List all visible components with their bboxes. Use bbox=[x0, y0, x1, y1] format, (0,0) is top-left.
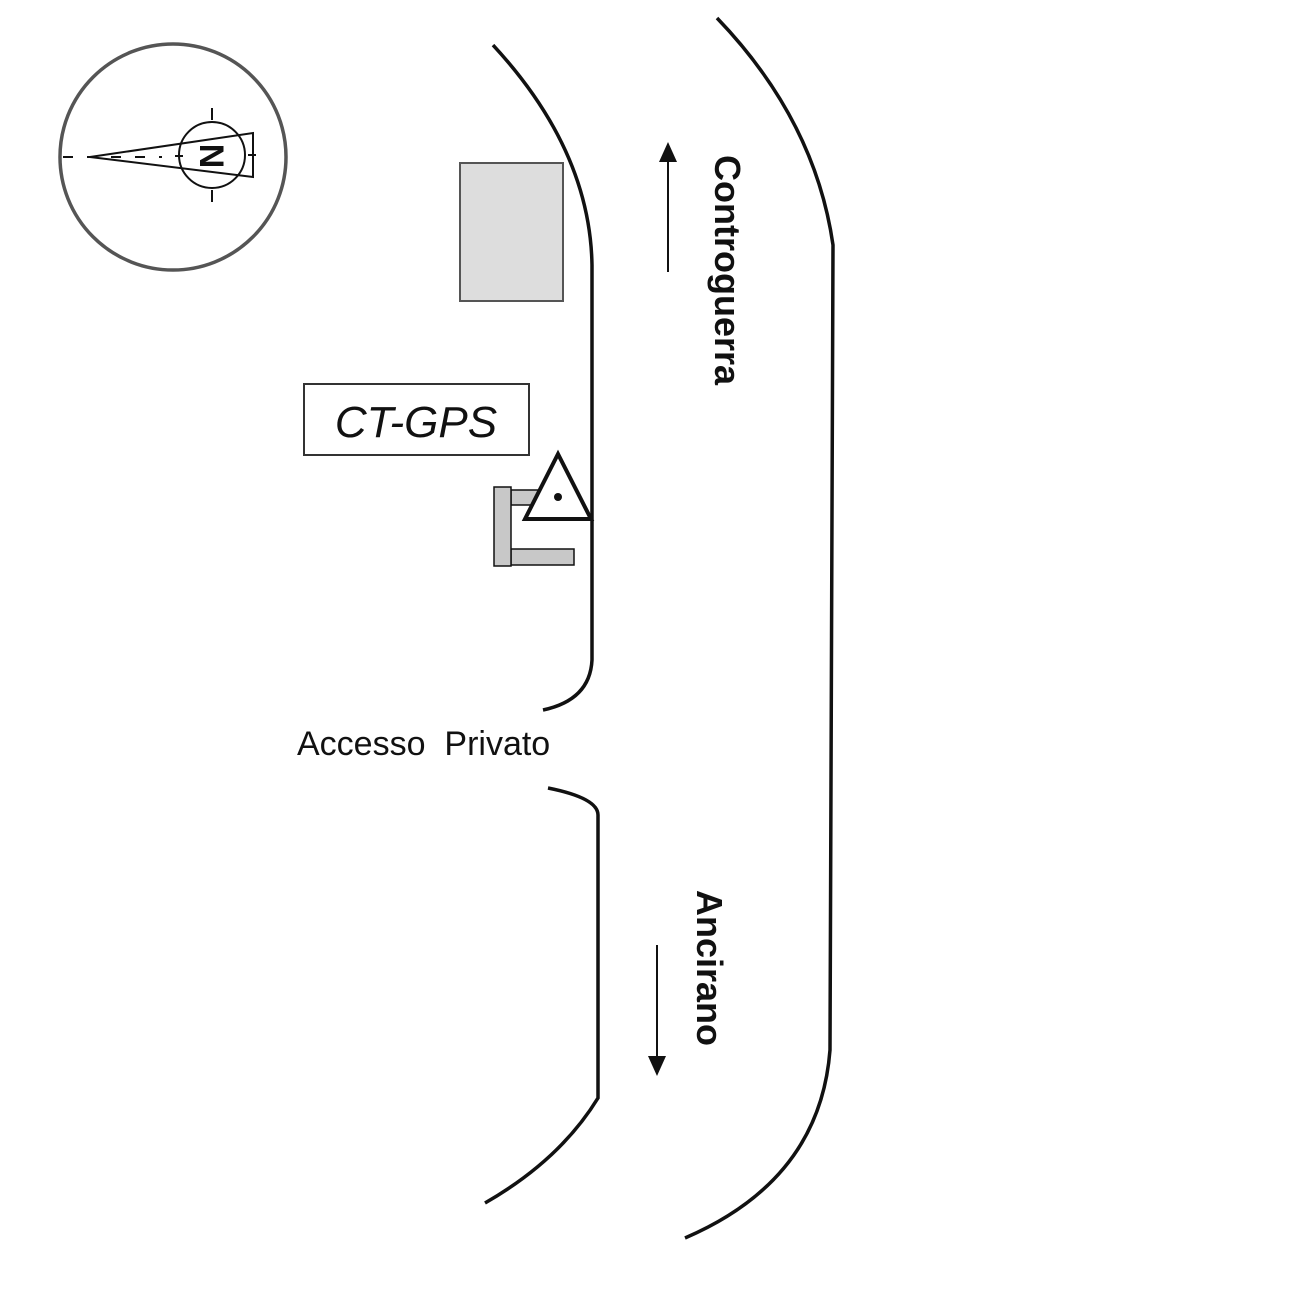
compass-north-label: N bbox=[192, 144, 230, 169]
road-edge-left-upper bbox=[491, 43, 594, 712]
direction-label-ancirano: Ancirano bbox=[689, 890, 730, 1046]
road-edge-right bbox=[684, 16, 835, 1240]
arrow-up-icon bbox=[659, 142, 677, 272]
access-label: Accesso Privato bbox=[297, 725, 550, 763]
direction-label-controguerra: Controguerra bbox=[707, 155, 748, 386]
arrow-down-icon bbox=[648, 945, 666, 1076]
station-label: CT-GPS bbox=[335, 398, 497, 447]
compass-icon: N bbox=[58, 42, 288, 272]
station-label-box bbox=[303, 383, 530, 456]
gps-marker-icon bbox=[521, 449, 595, 521]
building bbox=[459, 162, 564, 302]
road-edge-left-lower bbox=[484, 786, 600, 1205]
